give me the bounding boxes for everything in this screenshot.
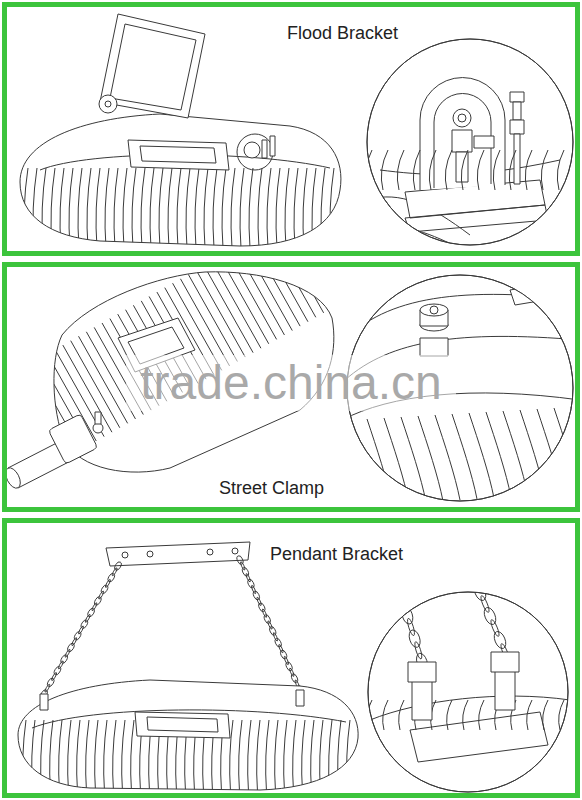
panel-title: Street Clamp	[216, 477, 327, 499]
bracket-panel: Flood Bracket	[2, 2, 580, 256]
panel-title: Flood Bracket	[284, 22, 401, 44]
watermark: trade.china.cn	[126, 355, 456, 411]
panel-title: Pendant Bracket	[267, 543, 406, 565]
bracket-panel: Pendant Bracket	[2, 518, 580, 798]
